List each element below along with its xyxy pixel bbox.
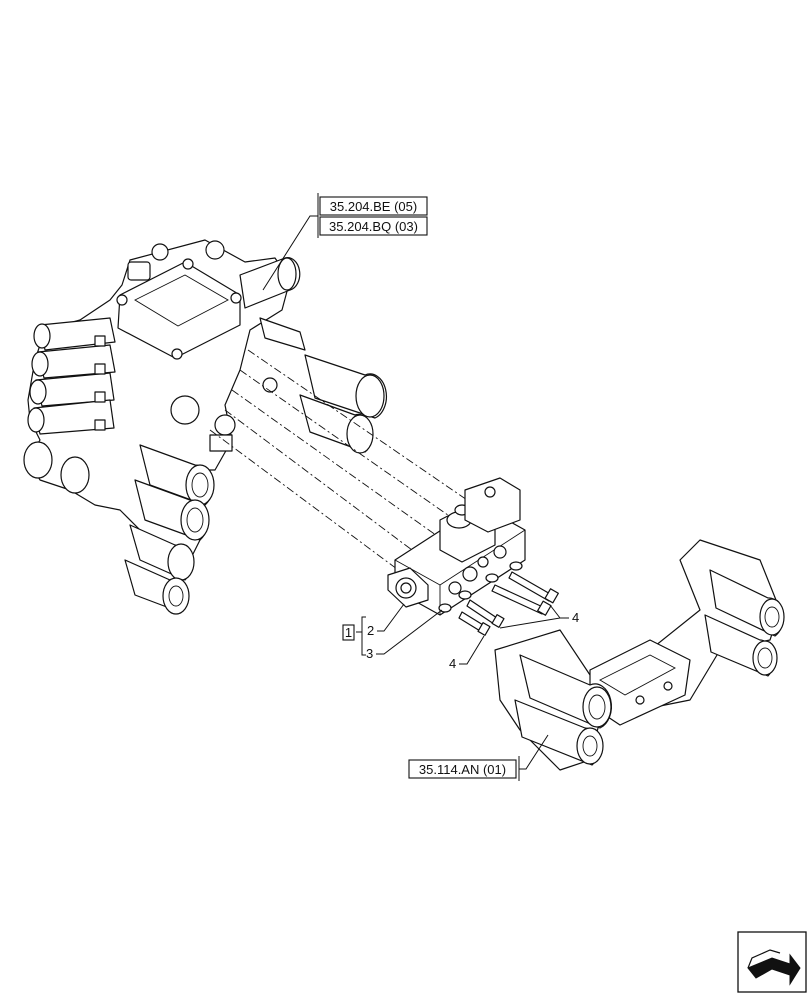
leader-item-4-right <box>499 617 569 629</box>
leader-bottom-reference <box>519 734 549 770</box>
leader-top-reference <box>262 215 318 291</box>
leader-item-3 <box>376 609 443 655</box>
callout-item-2: 2 <box>367 623 374 638</box>
next-page-arrow-icon[interactable] <box>737 931 807 993</box>
leader-item-2 <box>377 603 405 632</box>
reference-35-114-an[interactable]: 35.114.AN (01) <box>408 759 517 779</box>
svg-text:35.204.BQ (03): 35.204.BQ (03) <box>329 219 418 234</box>
svg-text:35.114.AN (01): 35.114.AN (01) <box>419 762 506 777</box>
leader-item-4-bottom <box>459 635 485 665</box>
reference-35-204-bq[interactable]: 35.204.BQ (03) <box>319 216 428 236</box>
reference-35-204-be[interactable]: 35.204.BE (05) <box>319 196 428 216</box>
control-valve-assembly <box>23 239 388 615</box>
svg-text:35.204.BE (05): 35.204.BE (05) <box>330 199 417 214</box>
couplers-left-group <box>124 444 215 615</box>
alignment-lines <box>209 349 471 576</box>
svg-text:1: 1 <box>345 625 352 640</box>
solenoid-valve-block <box>387 477 526 616</box>
callout-item-4-bottom: 4 <box>449 656 456 671</box>
mounting-bolts <box>458 571 559 636</box>
callout-item-4-right: 4 <box>572 610 579 625</box>
coupler-bracket-assembly <box>494 539 785 771</box>
valve-section-stack <box>27 317 116 435</box>
callout-item-3: 3 <box>366 646 373 661</box>
couplers-upper-right <box>259 317 388 454</box>
callout-kit-1: 1 <box>342 616 366 656</box>
